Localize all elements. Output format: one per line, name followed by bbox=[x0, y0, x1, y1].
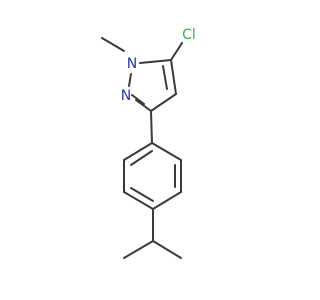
bond-n1-c5 bbox=[139, 59, 172, 64]
bond-isopropyl-left bbox=[123, 240, 154, 259]
bond-isopropyl-right bbox=[152, 240, 182, 259]
bond-ring-1 bbox=[151, 142, 182, 161]
bond-n1-n2 bbox=[128, 73, 132, 87]
bond-c3-n2 bbox=[135, 99, 152, 112]
nitrogen-atom-label-n1: N bbox=[127, 56, 137, 72]
bond-c3-n2-inner bbox=[131, 94, 145, 105]
bond-ring-inner-3 bbox=[130, 150, 153, 166]
bond-ring-4 bbox=[123, 191, 154, 210]
bond-c5-c4 bbox=[170, 59, 177, 95]
structure-diagram: Cl N N bbox=[101, 27, 196, 259]
bond-c5-c4-inner bbox=[162, 65, 168, 90]
bond-c3-phenyl bbox=[150, 110, 153, 144]
bond-c4-c3 bbox=[150, 93, 177, 112]
nitrogen-atom-label-n2: N bbox=[121, 88, 131, 104]
bond-ring-6 bbox=[123, 142, 153, 161]
bond-methyl-n1 bbox=[101, 37, 125, 52]
bond-ring-inner-2 bbox=[130, 187, 154, 202]
chlorine-atom-label: Cl bbox=[182, 27, 196, 43]
molecule-canvas: Cl N N bbox=[101, 27, 196, 259]
bond-c5-cl bbox=[170, 42, 183, 61]
bond-ring-3 bbox=[152, 191, 182, 210]
